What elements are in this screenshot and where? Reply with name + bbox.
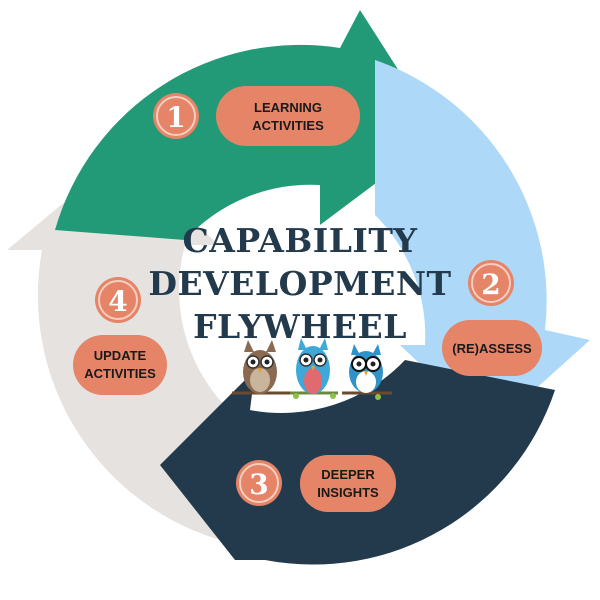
step-number: 1	[166, 101, 185, 134]
step-label-line-1: UPDATE	[94, 348, 147, 363]
step-number: 2	[481, 268, 500, 301]
brown-owl-icon	[232, 340, 292, 395]
step-label-line-2: ACTIVITIES	[252, 118, 324, 133]
step-label-line-2: ACTIVITIES	[84, 366, 156, 381]
title-line-2: DEVELOPMENT	[148, 264, 451, 303]
step-label-line-1: LEARNING	[254, 100, 322, 115]
step-number: 4	[108, 285, 127, 318]
step-label-line-1: DEEPER	[321, 467, 375, 482]
step-badge	[153, 93, 199, 139]
step-badge	[236, 460, 282, 506]
step-badge-ring	[471, 263, 511, 303]
step-badge	[468, 260, 514, 306]
step-4: 4 UPDATE ACTIVITIES	[73, 277, 167, 395]
title-line-1: CAPABILITY	[183, 221, 418, 260]
step-pill	[216, 86, 360, 146]
nerd-owl-icon	[342, 344, 392, 400]
step-badge-ring	[156, 96, 196, 136]
step-3: 3 DEEPER INSIGHTS	[236, 455, 396, 512]
step-1: 1 LEARNING ACTIVITIES	[153, 86, 360, 146]
step-label-line-1: (RE)ASSESS	[452, 341, 532, 356]
step-pill	[73, 335, 167, 395]
blue-owl-icon	[290, 338, 338, 399]
step-badge-ring	[98, 280, 138, 320]
title-line-3: FLYWHEEL	[193, 307, 407, 346]
step-2: 2 (RE)ASSESS	[442, 260, 542, 376]
step-badge-ring	[239, 463, 279, 503]
step-number: 3	[249, 468, 268, 501]
step-label-line-2: INSIGHTS	[317, 485, 379, 500]
step-pill	[442, 320, 542, 376]
step-pill	[300, 455, 396, 512]
step-badge	[95, 277, 141, 323]
